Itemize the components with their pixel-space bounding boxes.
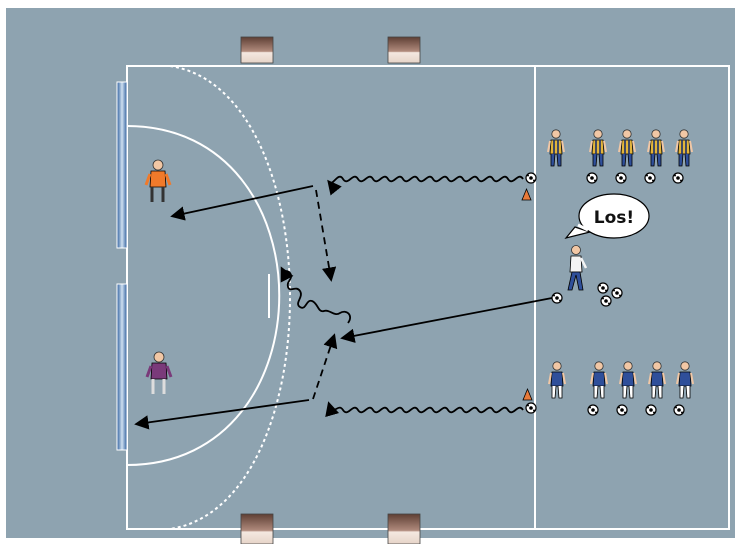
bench-bottom-1 <box>241 514 273 544</box>
pitch-background <box>6 8 735 538</box>
spare-ball-2 <box>612 288 622 298</box>
spare-ball-1 <box>598 283 608 293</box>
speech-bubble-text: Los! <box>594 208 634 228</box>
bench-top-2 <box>388 37 420 63</box>
bench-top-1 <box>241 37 273 63</box>
goal-left-bottom <box>117 284 127 450</box>
spare-ball-3 <box>601 296 611 306</box>
coach-ball <box>552 293 562 303</box>
bench-bottom-2 <box>388 514 420 544</box>
goal-left-top <box>117 82 127 248</box>
